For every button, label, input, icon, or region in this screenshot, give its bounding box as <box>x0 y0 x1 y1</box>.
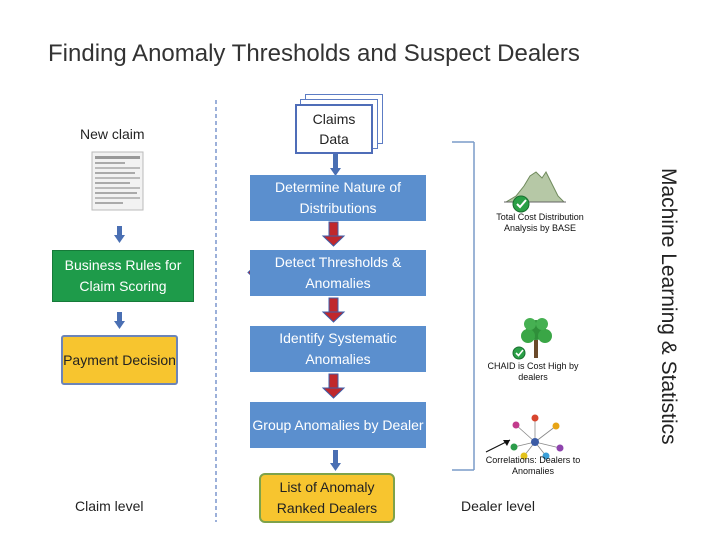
network-icon <box>485 414 564 460</box>
blue-arrow-claims <box>330 152 341 176</box>
claims-data-line-2: Data <box>319 131 349 147</box>
claims-data-box: Claims Data <box>295 104 373 154</box>
claims-data-line-1: Claims <box>312 111 356 127</box>
identify-anomalies-box: Identify Systematic Anomalies <box>250 326 426 372</box>
new-claim-label: New claim <box>80 126 145 142</box>
bracket <box>452 141 475 471</box>
red-arrow-1 <box>321 221 346 247</box>
tree-icon <box>512 318 552 360</box>
blue-arrow-group <box>330 450 341 471</box>
payment-decision-box: Payment Decision <box>61 335 178 385</box>
claim-level-label: Claim level <box>75 498 144 514</box>
blue-arrow-rules <box>114 312 125 329</box>
blue-arrow-form <box>114 226 125 243</box>
red-arrow-2 <box>321 297 346 323</box>
chaid-caption: CHAID is Cost High by dealers <box>487 361 579 382</box>
business-rules-box: Business Rules for Claim Scoring <box>52 250 194 302</box>
determine-distributions-box: Determine Nature of Distributions <box>250 175 426 221</box>
distribution-caption: Total Cost Distribution Analysis by BASE <box>496 212 584 233</box>
group-anomalies-box: Group Anomalies by Dealer <box>250 402 426 448</box>
claim-form-icon <box>91 151 144 211</box>
dealer-level-label: Dealer level <box>461 498 535 514</box>
detect-thresholds-box: Detect Thresholds & Anomalies <box>250 250 426 296</box>
correlations-caption: Correlations: Dealers to Anomalies <box>485 455 581 476</box>
page-title: Finding Anomaly Thresholds and Suspect D… <box>48 40 580 67</box>
side-label: Machine Learning & Statistics <box>657 167 680 445</box>
ranked-dealers-box: List of Anomaly Ranked Dealers <box>259 473 395 523</box>
red-arrow-3 <box>321 373 346 399</box>
distribution-chart-icon <box>504 171 566 213</box>
